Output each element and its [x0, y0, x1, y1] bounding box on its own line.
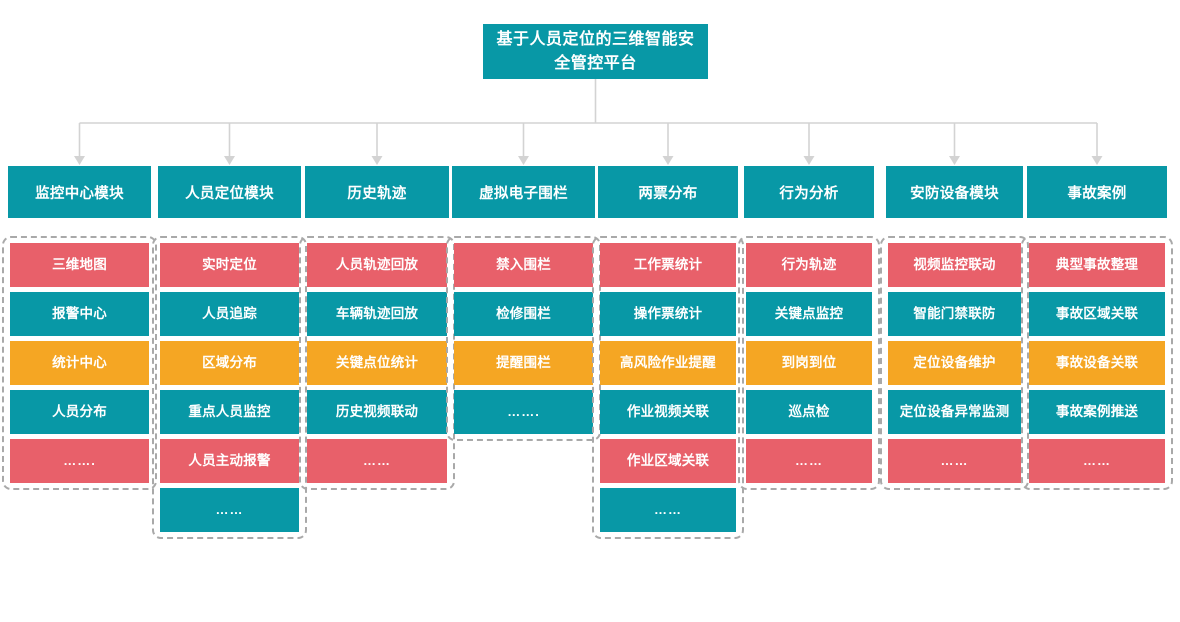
column-header-3[interactable]: 历史轨迹 [305, 166, 449, 218]
feature-cell-ellipsis[interactable]: …… [600, 488, 736, 532]
feature-cell[interactable]: 车辆轨迹回放 [307, 292, 447, 336]
feature-cell-ellipsis[interactable]: …… [1029, 439, 1165, 483]
feature-cell[interactable]: 作业视频关联 [600, 390, 736, 434]
feature-cell-ellipsis[interactable]: …… [888, 439, 1021, 483]
feature-cell[interactable]: 定位设备维护 [888, 341, 1021, 385]
feature-cell-ellipsis[interactable]: …… [307, 439, 447, 483]
column-group-8: 典型事故整理事故区域关联事故设备关联事故案例推送 …… [1021, 236, 1173, 490]
column-header-7[interactable]: 安防设备模块 [886, 166, 1023, 218]
column-group-5: 工作票统计操作票统计高风险作业提醒作业视频关联作业区域关联 …… [592, 236, 744, 539]
column-header-1[interactable]: 监控中心模块 [8, 166, 151, 218]
feature-cell[interactable]: 高风险作业提醒 [600, 341, 736, 385]
feature-cell[interactable]: 统计中心 [10, 341, 149, 385]
feature-cell[interactable]: 报警中心 [10, 292, 149, 336]
platform-title-node: 基于人员定位的三维智能安全管控平台 [483, 24, 708, 79]
column-group-1: 三维地图报警中心统计中心人员分布 ……. [2, 236, 157, 490]
column-header-4[interactable]: 虚拟电子围栏 [452, 166, 595, 218]
feature-cell[interactable]: 人员追踪 [160, 292, 299, 336]
feature-cell-ellipsis[interactable]: ……. [10, 439, 149, 483]
feature-cell[interactable]: 巡点检 [746, 390, 872, 434]
feature-cell[interactable]: 工作票统计 [600, 243, 736, 287]
feature-cell-ellipsis[interactable]: …… [160, 488, 299, 532]
feature-cell-ellipsis[interactable]: ……. [454, 390, 593, 434]
column-header-8[interactable]: 事故案例 [1027, 166, 1167, 218]
feature-cell[interactable]: 实时定位 [160, 243, 299, 287]
feature-cell[interactable]: 智能门禁联防 [888, 292, 1021, 336]
feature-cell[interactable]: 操作票统计 [600, 292, 736, 336]
feature-cell[interactable]: 人员分布 [10, 390, 149, 434]
feature-cell[interactable]: 历史视频联动 [307, 390, 447, 434]
feature-cell[interactable]: 人员轨迹回放 [307, 243, 447, 287]
column-header-6[interactable]: 行为分析 [744, 166, 874, 218]
column-group-6: 行为轨迹关键点监控到岗到位巡点检 …… [738, 236, 880, 490]
column-group-7: 视频监控联动智能门禁联防定位设备维护定位设备异常监测 …… [880, 236, 1029, 490]
column-group-3: 人员轨迹回放车辆轨迹回放关键点位统计历史视频联动 …… [299, 236, 455, 490]
feature-cell[interactable]: 重点人员监控 [160, 390, 299, 434]
feature-cell[interactable]: 视频监控联动 [888, 243, 1021, 287]
feature-cell[interactable]: 区域分布 [160, 341, 299, 385]
feature-cell[interactable]: 行为轨迹 [746, 243, 872, 287]
feature-cell[interactable]: 事故设备关联 [1029, 341, 1165, 385]
feature-cell[interactable]: 禁入围栏 [454, 243, 593, 287]
column-header-5[interactable]: 两票分布 [598, 166, 738, 218]
feature-cell[interactable]: 典型事故整理 [1029, 243, 1165, 287]
feature-cell-ellipsis[interactable]: …… [746, 439, 872, 483]
column-header-2[interactable]: 人员定位模块 [158, 166, 301, 218]
feature-cell[interactable]: 作业区域关联 [600, 439, 736, 483]
feature-cell[interactable]: 检修围栏 [454, 292, 593, 336]
feature-cell[interactable]: 关键点监控 [746, 292, 872, 336]
feature-cell[interactable]: 定位设备异常监测 [888, 390, 1021, 434]
feature-cell[interactable]: 人员主动报警 [160, 439, 299, 483]
feature-cell[interactable]: 提醒围栏 [454, 341, 593, 385]
feature-cell[interactable]: 事故案例推送 [1029, 390, 1165, 434]
feature-cell[interactable]: 到岗到位 [746, 341, 872, 385]
column-group-4: 禁入围栏检修围栏提醒围栏 ……. [446, 236, 601, 441]
feature-cell[interactable]: 关键点位统计 [307, 341, 447, 385]
column-group-2: 实时定位人员追踪区域分布重点人员监控人员主动报警 …… [152, 236, 307, 539]
feature-cell[interactable]: 三维地图 [10, 243, 149, 287]
feature-cell[interactable]: 事故区域关联 [1029, 292, 1165, 336]
